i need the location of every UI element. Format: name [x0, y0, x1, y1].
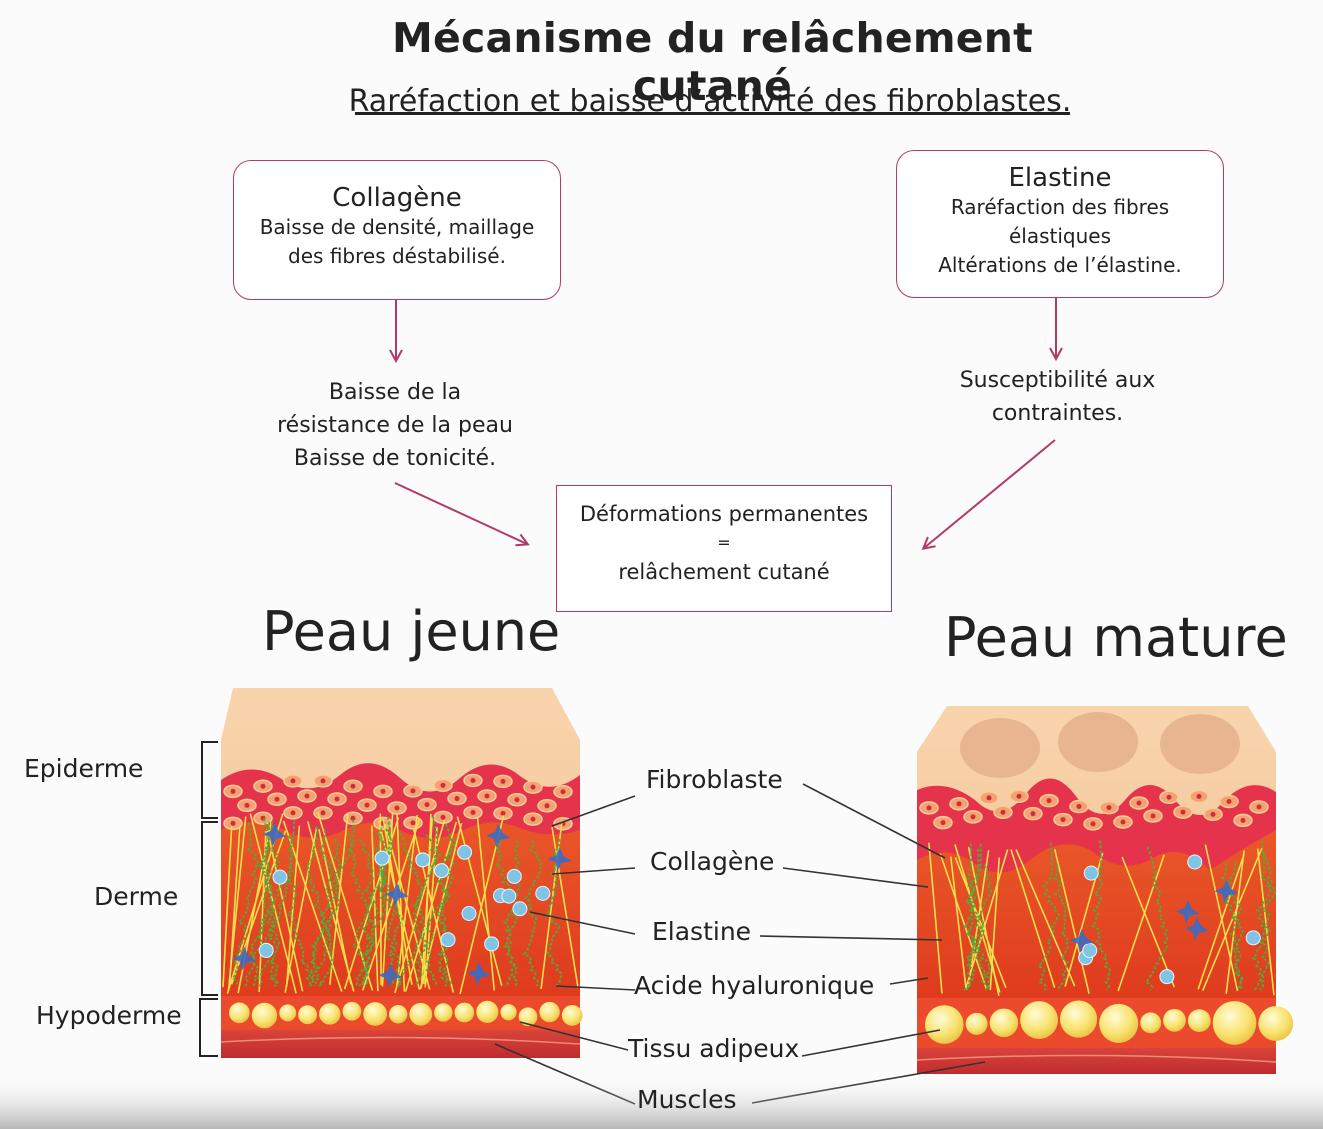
left-effect-line-2: résistance de la peau: [277, 413, 513, 438]
mature-skin-block: [916, 706, 1294, 1074]
label-adipose-tissue: Tissu adipeux: [628, 1034, 800, 1063]
right-effect-text: Susceptibilité aux contraintes.: [920, 364, 1195, 430]
label-elastin: Elastine: [652, 917, 752, 946]
label-muscles: Muscles: [637, 1085, 737, 1114]
young-skin-block: [220, 688, 583, 1058]
elastin-line-3: Altérations de l’élastine.: [938, 253, 1182, 277]
label-hypodermis: Hypoderme: [36, 1001, 182, 1030]
layer-brackets: [199, 741, 218, 1057]
page-title: Mécanisme du relâchement cutané: [355, 14, 1070, 115]
left-effect-text: Baisse de la résistance de la peau Baiss…: [255, 376, 535, 475]
young-skin-title: Peau jeune: [262, 600, 561, 663]
right-effect-line-2: contraintes.: [991, 401, 1124, 426]
left-effect-line-3: Baisse de tonicité.: [293, 446, 497, 471]
elastin-heading: Elastine: [1008, 163, 1112, 193]
result-box: Déformations permanentes = relâchement c…: [556, 485, 892, 612]
elastin-box: Elastine Raréfaction des fibres élastiqu…: [896, 150, 1224, 298]
collagen-box: Collagène Baisse de densité, maillage de…: [233, 160, 561, 300]
right-effect-line-1: Susceptibilité aux: [959, 368, 1156, 393]
arrow-right-to-result: [924, 439, 1056, 548]
flow-arrows: [395, 298, 1056, 548]
label-epidermis: Epiderme: [24, 754, 144, 783]
collagen-heading: Collagène: [332, 183, 462, 213]
label-fibroblast: Fibroblaste: [646, 765, 783, 794]
arrow-left-to-result: [394, 482, 527, 544]
elastin-line-1: Raréfaction des fibres: [950, 195, 1170, 219]
page-subtitle: Raréfaction et baisse d’activité des fib…: [348, 84, 1072, 119]
label-collagen: Collagène: [650, 847, 775, 876]
label-hyaluronic-acid: Acide hyaluronique: [634, 971, 875, 1000]
label-dermis: Derme: [94, 882, 179, 911]
result-line-2: =: [717, 533, 731, 552]
result-line-3: relâchement cutané: [618, 560, 830, 584]
elastin-line-2: élastiques: [1008, 224, 1112, 248]
left-effect-line-1: Baisse de la: [328, 380, 462, 405]
mature-skin-title: Peau mature: [944, 606, 1288, 669]
result-line-1: Déformations permanentes: [579, 502, 869, 526]
collagen-line-1: Baisse de densité, maillage: [259, 215, 535, 239]
collagen-line-2: des fibres déstabilisé.: [288, 244, 506, 268]
